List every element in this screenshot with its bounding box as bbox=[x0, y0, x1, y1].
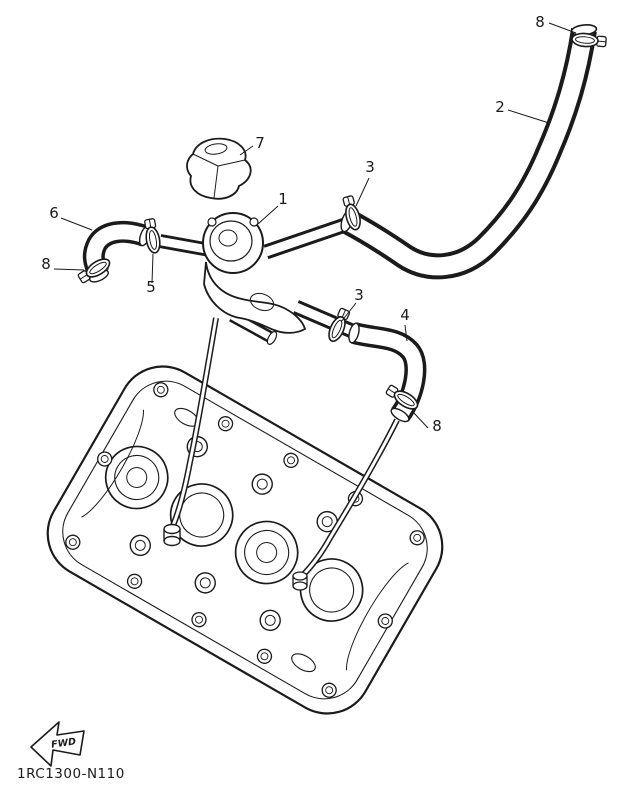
cap-outline bbox=[186, 137, 252, 200]
air-duct-hose-part-2 bbox=[340, 24, 598, 280]
callout-7: 7 bbox=[239, 134, 265, 156]
callout-6-label: 6 bbox=[49, 204, 59, 222]
callout-8-bottom: 8 bbox=[412, 411, 442, 435]
valve-upper-port bbox=[263, 216, 351, 260]
callout-3-upper-label: 3 bbox=[365, 158, 375, 176]
hose-4-upper-end bbox=[348, 322, 360, 344]
air-cut-valve-part-1 bbox=[202, 212, 307, 334]
callout-2-label: 2 bbox=[495, 98, 505, 116]
fwd-label: FWD bbox=[51, 736, 77, 750]
callout-8-left-label: 8 bbox=[41, 255, 51, 273]
air-duct-hose-part-4 bbox=[348, 322, 427, 423]
cover-fitting-front bbox=[163, 523, 181, 547]
valve-second-port bbox=[229, 310, 278, 345]
callout-7-label: 7 bbox=[255, 134, 265, 152]
callout-8-left: 8 bbox=[41, 255, 85, 273]
clamp-part-5 bbox=[142, 217, 163, 255]
callout-3-upper: 3 bbox=[355, 158, 375, 207]
callout-5: 5 bbox=[146, 253, 156, 296]
callout-8-top-right-label: 8 bbox=[535, 13, 545, 31]
callout-4: 4 bbox=[400, 306, 410, 342]
diagram-code: 1RC1300-N110 bbox=[17, 766, 125, 782]
callout-8-bottom-label: 8 bbox=[432, 417, 442, 435]
valve-diaphragm-cover bbox=[202, 212, 264, 274]
callout-5-label: 5 bbox=[146, 278, 156, 296]
valve-body bbox=[203, 261, 307, 334]
callout-3-lower-label: 3 bbox=[354, 286, 364, 304]
head-cover-bolt-holes bbox=[65, 382, 425, 698]
callout-1-label: 1 bbox=[278, 190, 288, 208]
callout-8-top-right: 8 bbox=[535, 13, 577, 34]
breather-hose-to-valve bbox=[169, 317, 219, 530]
fwd-arrow-shape bbox=[30, 721, 85, 767]
fwd-arrow: FWD bbox=[30, 721, 85, 767]
callout-1: 1 bbox=[257, 190, 288, 225]
valve-left-port bbox=[158, 234, 212, 257]
head-cover-recesses bbox=[129, 435, 338, 632]
callout-6: 6 bbox=[49, 204, 93, 231]
cap-part-7 bbox=[186, 137, 252, 200]
callouts: 8 2 3 7 1 6 8 5 bbox=[41, 13, 577, 435]
cover-fitting-rear bbox=[292, 571, 308, 591]
callout-4-label: 4 bbox=[400, 306, 410, 324]
callout-2: 2 bbox=[495, 98, 550, 124]
callout-3-lower: 3 bbox=[340, 286, 364, 323]
breather-hose-to-duct bbox=[299, 418, 400, 579]
hose-4-lower-end bbox=[390, 407, 410, 423]
